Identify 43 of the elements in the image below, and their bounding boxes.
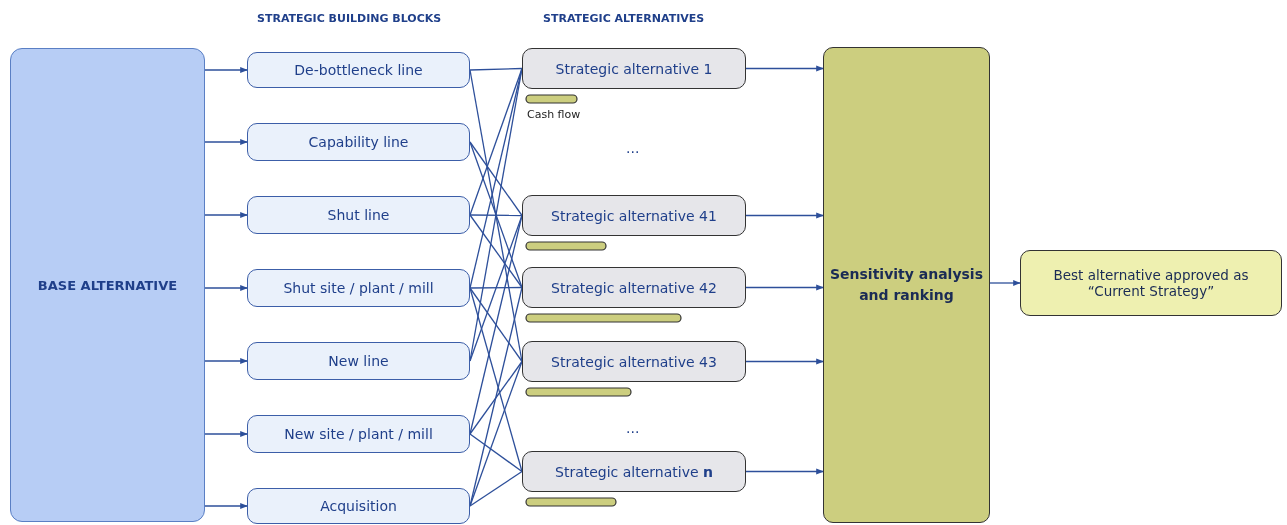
bar-caption: Cash flow: [527, 108, 581, 121]
connector-line: [469, 214, 523, 217]
arrow: [204, 67, 248, 73]
connector-line: [469, 67, 523, 71]
arrow: [204, 212, 248, 218]
arrow: [989, 280, 1021, 286]
ellipsis: ...: [626, 140, 640, 156]
strategic-alternative-box: Strategic alternative n: [522, 451, 746, 492]
strategic-alternative-box: Strategic alternative 1: [522, 48, 746, 89]
arrow: [745, 65, 824, 72]
strategic-alternative-box: Strategic alternative 41: [522, 195, 746, 236]
building-block-box: Capability line: [247, 123, 470, 161]
arrow: [745, 468, 824, 475]
arrow: [204, 139, 248, 145]
sensitivity-analysis-box: Sensitivity analysis and ranking: [823, 47, 990, 523]
building-block-box: Acquisition: [247, 488, 470, 524]
ellipsis: ...: [626, 420, 640, 436]
connector-line: [469, 286, 523, 289]
connector-line: [469, 433, 523, 473]
strategic-alternative-box: Strategic alternative 42: [522, 267, 746, 308]
arrow: [204, 503, 248, 509]
arrow: [204, 431, 248, 437]
building-block-box: Shut line: [247, 196, 470, 234]
arrow: [745, 284, 824, 291]
building-block-box: De-bottleneck line: [247, 52, 470, 88]
base-alternative-box: BASE ALTERNATIVE: [10, 48, 205, 522]
connector-line: [469, 287, 523, 363]
section-heading: STRATEGIC BUILDING BLOCKS: [257, 12, 442, 25]
arrow: [204, 358, 248, 364]
arrow: [745, 212, 824, 219]
strategic-alternative-box: Strategic alternative 43: [522, 341, 746, 382]
connector-line: [469, 360, 523, 507]
connector-line: [469, 141, 523, 217]
connector-line: [469, 214, 523, 289]
building-block-box: New site / plant / mill: [247, 415, 470, 453]
arrow: [745, 358, 824, 365]
building-block-box: Shut site / plant / mill: [247, 269, 470, 307]
connector-line: [469, 470, 523, 507]
connector-line: [469, 360, 523, 435]
building-block-box: New line: [247, 342, 470, 380]
result-box: Best alternative approved as “Current Strategy”: [1020, 250, 1282, 316]
section-heading: STRATEGIC ALTERNATIVES: [543, 12, 705, 25]
arrow: [204, 285, 248, 291]
